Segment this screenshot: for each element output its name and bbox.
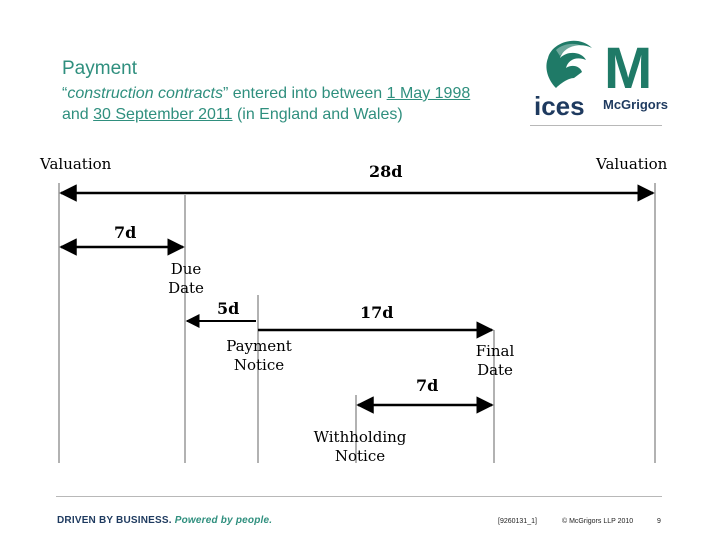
mcgrigors-logo-text: McGrigors [603, 97, 668, 112]
header-divider [530, 125, 662, 126]
slide-title: Payment [62, 58, 137, 79]
payment-timeline-diagram: Valuation Valuation 28d 7d Due Date 5d 1… [39, 155, 668, 465]
subtitle-mid: ” entered into between [222, 85, 387, 102]
subtitle-line2-pre: and [62, 106, 94, 123]
tagline-main: DRIVEN BY BUSINESS. [57, 515, 172, 526]
period-5d-label: 5d [217, 299, 239, 318]
valuation-left-label: Valuation [39, 155, 112, 173]
subtitle-italic: construction contracts [67, 85, 223, 102]
period-arrows [59, 184, 655, 414]
lion-emblem-icon [546, 40, 592, 88]
document-reference: [9260131_1] [498, 518, 537, 525]
start-date: 1 May 1998 [386, 85, 471, 102]
period-28d-label: 28d [369, 162, 402, 181]
final-date-label-line2: Date [477, 361, 513, 379]
payment-notice-label-line1: Payment [226, 337, 292, 355]
period-17d-label: 17d [360, 303, 393, 322]
brand-logo: ices M McGrigors [534, 36, 668, 121]
tagline-emphasis: Powered by people. [174, 515, 273, 526]
mcgrigors-monogram: M [604, 36, 652, 101]
page-number: 9 [657, 518, 661, 525]
end-date: 30 September 2011 [93, 106, 233, 123]
copyright-notice: © McGrigors LLP 2010 [562, 518, 634, 525]
valuation-right-label: Valuation [595, 155, 668, 173]
footer-tagline: DRIVEN BY BUSINESS. Powered by people. [57, 515, 272, 526]
withholding-notice-label-line1: Withholding [314, 428, 407, 446]
final-date-label-line1: Final [476, 342, 515, 360]
footer-divider [56, 496, 662, 497]
slide-subtitle: “construction contracts” entered into be… [62, 83, 532, 125]
payment-notice-label-line2: Notice [234, 356, 284, 374]
due-date-label-line2: Date [168, 279, 204, 297]
period-7d-top-label: 7d [114, 223, 136, 242]
withholding-notice-label-line2: Notice [335, 447, 385, 465]
due-date-label-line1: Due [171, 260, 202, 278]
timeline-verticals [58, 183, 656, 463]
period-7d-bottom-label: 7d [416, 376, 438, 395]
open-quote: “ [62, 85, 68, 102]
subtitle-tail: (in England and Wales) [232, 106, 403, 123]
ices-logo-text: ices [534, 91, 585, 121]
